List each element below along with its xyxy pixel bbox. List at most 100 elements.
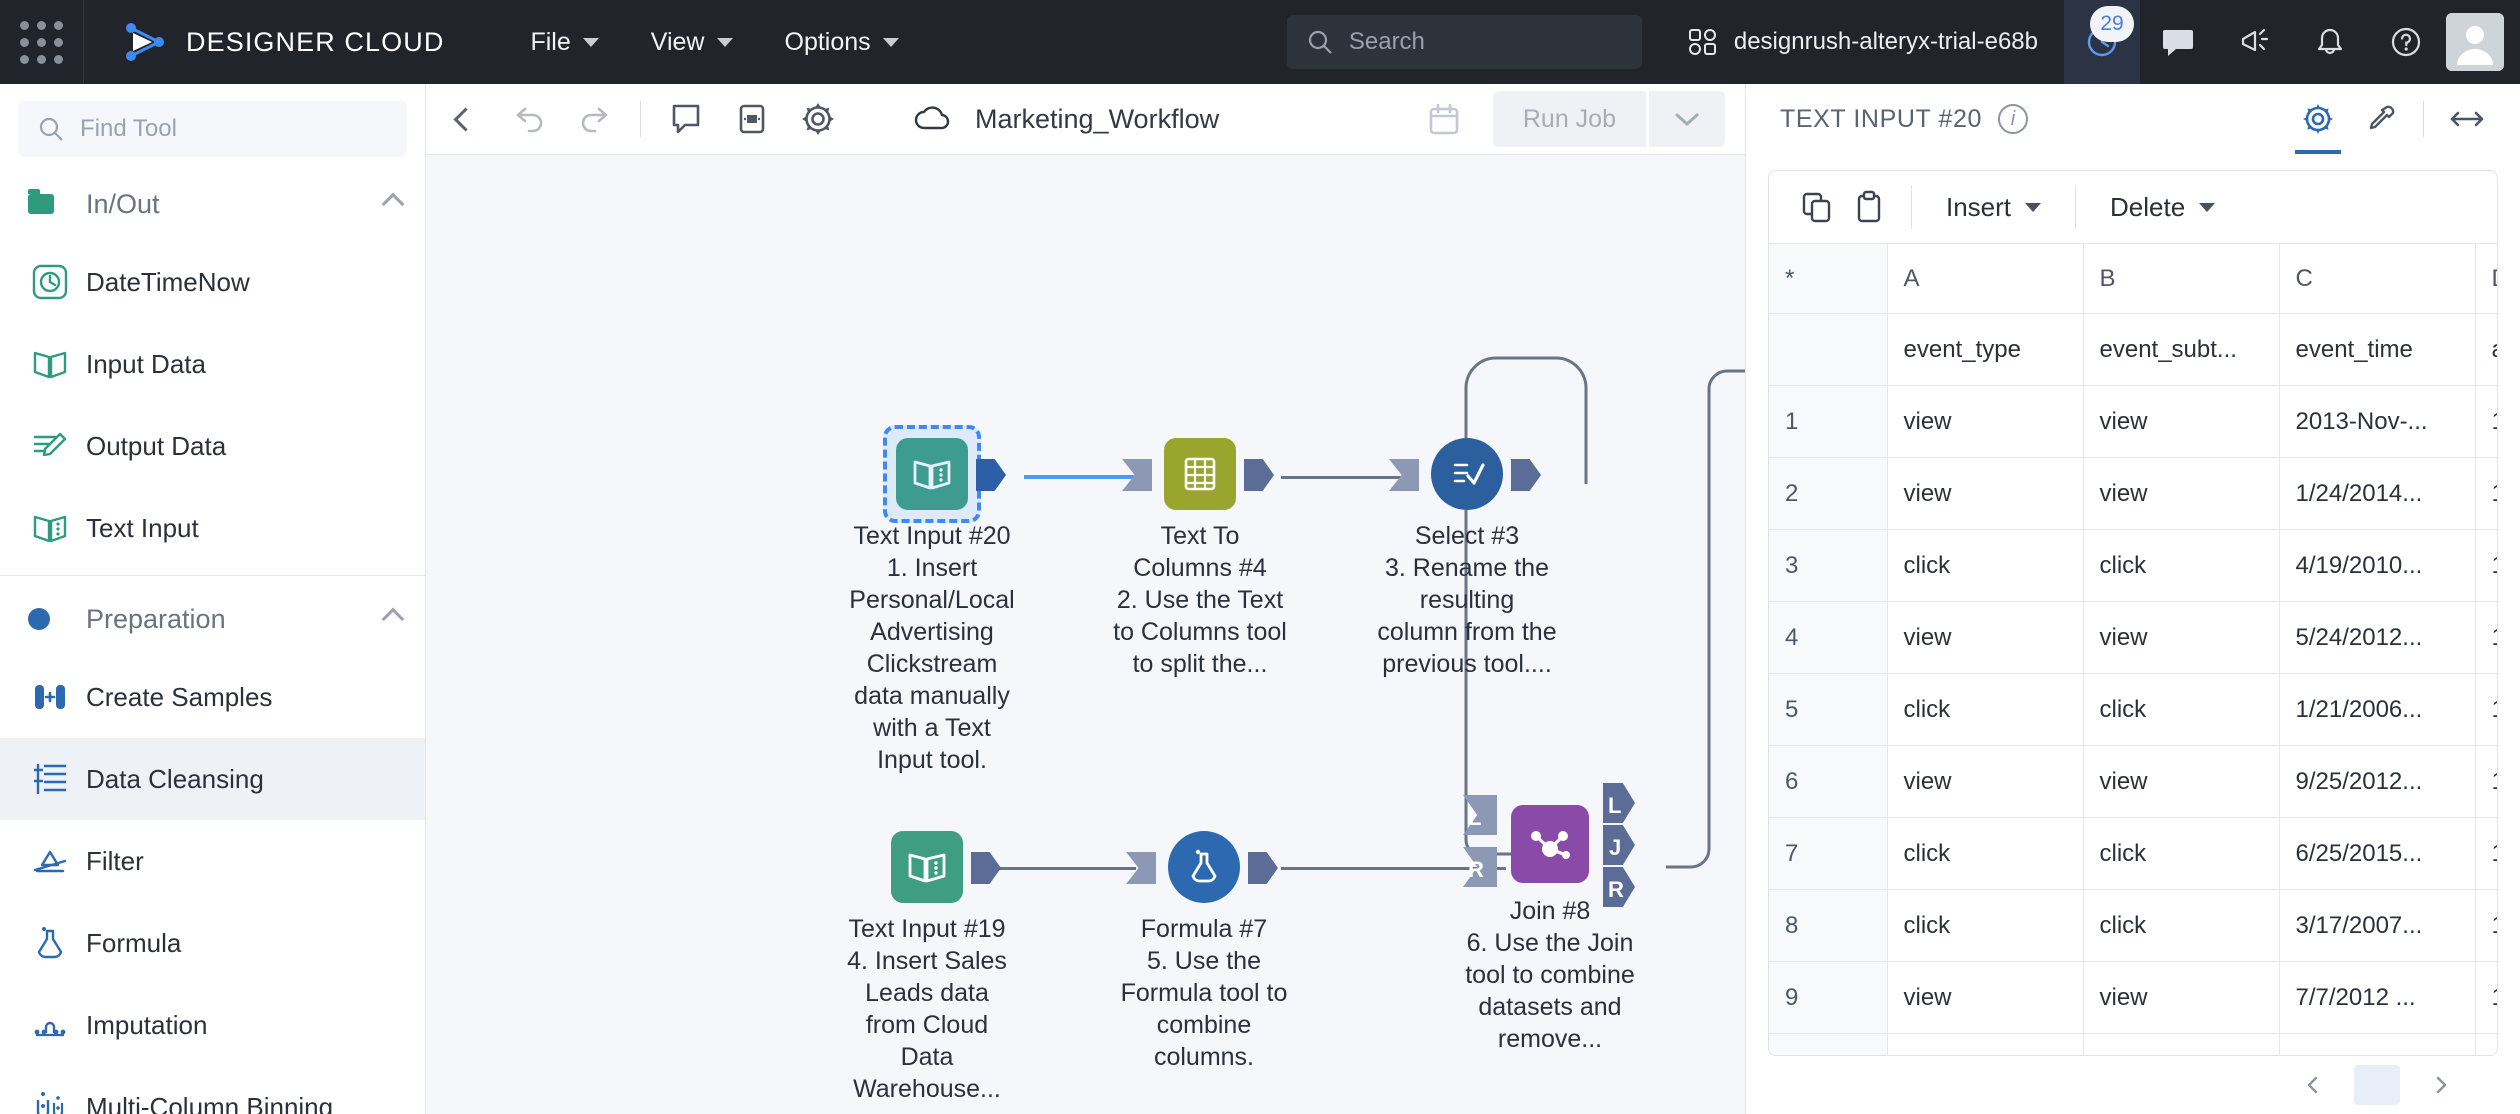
menu-view[interactable]: View <box>625 0 759 84</box>
cell[interactable]: 164332 <box>2475 385 2497 458</box>
workflow-title-block[interactable]: Marketing_Workflow <box>913 104 1219 135</box>
node-join-8[interactable]: L R L J R Join #8 6. Use the Join tool t… <box>1463 783 1635 1053</box>
tool-item-create-samples[interactable]: Create Samples <box>0 656 425 738</box>
cell[interactable]: view <box>1887 457 2084 530</box>
column-header-A[interactable]: A <box>1887 243 2084 314</box>
column-header-D[interactable]: D <box>2475 243 2497 314</box>
cell[interactable]: 6/25/2015... <box>2279 817 2476 890</box>
insert-menu-button[interactable]: Insert <box>1928 192 2059 223</box>
node-text-input-20[interactable]: Text Input #20 1. Insert Personal/Local … <box>849 425 1015 774</box>
tool-item-formula[interactable]: Formula <box>0 902 425 984</box>
grid-scroll-region[interactable]: * A B C D event_type <box>1769 243 2497 1055</box>
cell[interactable]: 164332 <box>2475 673 2497 746</box>
cell[interactable]: view <box>2083 745 2280 818</box>
job-history-button[interactable]: 29 <box>2064 0 2140 84</box>
field-name-cell[interactable]: event_type <box>1887 313 2084 386</box>
add-comment-button[interactable] <box>653 84 719 154</box>
field-name-cell[interactable]: event_time <box>2279 313 2476 386</box>
node-select-3[interactable]: Select #3 3. Rename the resulting column… <box>1377 438 1557 678</box>
table-row[interactable]: 7 click click 6/25/2015... 164332 <box>1769 817 2497 890</box>
table-row[interactable]: 6 view view 9/25/2012... 164332 <box>1769 745 2497 818</box>
cell[interactable]: click <box>1887 529 2084 602</box>
help-button[interactable] <box>2368 0 2444 84</box>
input-port[interactable] <box>1389 459 1419 491</box>
collapse-sidebar-button[interactable] <box>434 84 496 154</box>
field-name-cell[interactable]: event_subt... <box>2083 313 2280 386</box>
node-formula-7[interactable]: Formula #7 5. Use the Formula tool to co… <box>1121 831 1287 1071</box>
column-header-C[interactable]: C <box>2279 243 2476 314</box>
cell[interactable]: 164332 <box>2475 817 2497 890</box>
chat-button[interactable] <box>2140 0 2216 84</box>
cell[interactable]: click <box>1887 673 2084 746</box>
cell[interactable]: view <box>1887 745 2084 818</box>
annotation-tab[interactable] <box>2349 84 2411 154</box>
cell[interactable]: 7/7/2012 ... <box>2279 961 2476 1034</box>
field-name-cell[interactable]: advertiser_... <box>2475 313 2497 386</box>
configuration-tab[interactable] <box>2287 84 2349 154</box>
cell[interactable]: click <box>2083 529 2280 602</box>
cell[interactable]: click <box>1887 817 2084 890</box>
cell[interactable]: view <box>2083 1033 2280 1055</box>
redo-button[interactable] <box>562 84 628 154</box>
cell[interactable]: view <box>2083 457 2280 530</box>
cell[interactable]: 2013-Nov-... <box>2279 385 2476 458</box>
workflow-canvas[interactable]: Text Input #20 1. Insert Personal/Local … <box>426 154 1745 1114</box>
cell[interactable]: view <box>2083 601 2280 674</box>
node-text-to-columns-4[interactable]: Text To Columns #4 2. Use the Text to Co… <box>1113 438 1287 678</box>
table-row[interactable]: 10 view view 2006-Nov-... 164332 <box>1769 1033 2497 1055</box>
cell[interactable]: 164332 <box>2475 745 2497 818</box>
cell[interactable]: 164332 <box>2475 1033 2497 1055</box>
delete-menu-button[interactable]: Delete <box>2092 192 2233 223</box>
cell[interactable]: view <box>1887 601 2084 674</box>
cell[interactable]: view <box>1887 385 2084 458</box>
table-row[interactable]: 9 view view 7/7/2012 ... 164332 <box>1769 961 2497 1034</box>
global-search[interactable]: Search <box>1286 15 1642 69</box>
table-row[interactable]: 4 view view 5/24/2012... 164332 <box>1769 601 2497 674</box>
cell[interactable]: 5/24/2012... <box>2279 601 2476 674</box>
table-row[interactable]: 8 click click 3/17/2007... 164332 <box>1769 889 2497 962</box>
copy-button[interactable] <box>1791 181 1843 233</box>
table-row[interactable]: 3 click click 4/19/2010... 164332 <box>1769 529 2497 602</box>
cell[interactable]: 164332 <box>2475 529 2497 602</box>
output-port[interactable] <box>976 459 1006 491</box>
cell[interactable]: 2006-Nov-... <box>2279 1033 2476 1055</box>
notifications-button[interactable] <box>2292 0 2368 84</box>
cell[interactable]: 164332 <box>2475 889 2497 962</box>
tool-item-output-data[interactable]: Output Data <box>0 405 425 487</box>
output-port[interactable] <box>1248 852 1278 884</box>
cell[interactable]: 3/17/2007... <box>2279 889 2476 962</box>
tool-group-in-out[interactable]: In/Out <box>0 167 425 241</box>
table-row[interactable]: 2 view view 1/24/2014... 164332 <box>1769 457 2497 530</box>
tool-container-button[interactable] <box>719 84 785 154</box>
tenant-selector[interactable]: designrush-alteryx-trial-e68b <box>1662 28 2064 56</box>
output-port[interactable] <box>1244 459 1274 491</box>
brand[interactable]: DESIGNER CLOUD <box>84 22 478 62</box>
page-indicator[interactable] <box>2354 1065 2400 1105</box>
table-row[interactable]: 1 view view 2013-Nov-... 164332 <box>1769 385 2497 458</box>
schedule-button[interactable] <box>1411 84 1477 154</box>
tool-item-input-data[interactable]: Input Data <box>0 323 425 405</box>
tool-item-filter[interactable]: Filter <box>0 820 425 902</box>
cell[interactable]: 164332 <box>2475 961 2497 1034</box>
undo-button[interactable] <box>496 84 562 154</box>
grid-corner-cell[interactable]: * <box>1769 243 1888 314</box>
cell[interactable]: 1/24/2014... <box>2279 457 2476 530</box>
cell[interactable]: 164332 <box>2475 601 2497 674</box>
cell[interactable]: 1/21/2006... <box>2279 673 2476 746</box>
column-header-B[interactable]: B <box>2083 243 2280 314</box>
next-page-button[interactable] <box>2418 1065 2464 1105</box>
tool-item-datetimenow[interactable]: DateTimeNow <box>0 241 425 323</box>
cell[interactable]: view <box>2083 385 2280 458</box>
menu-options[interactable]: Options <box>759 0 925 84</box>
announcements-button[interactable] <box>2216 0 2292 84</box>
find-tool-input[interactable]: Find Tool <box>18 101 407 157</box>
user-menu-button[interactable] <box>2444 0 2520 84</box>
field-name-row[interactable]: event_type event_subt... event_time adve… <box>1769 313 2497 386</box>
expand-panel-button[interactable] <box>2436 84 2498 154</box>
cell[interactable]: view <box>1887 1033 2084 1055</box>
menu-file[interactable]: File <box>504 0 624 84</box>
output-port[interactable] <box>971 852 1001 884</box>
tool-item-imputation[interactable]: Imputation <box>0 984 425 1066</box>
cell[interactable]: click <box>2083 673 2280 746</box>
cell[interactable]: click <box>2083 817 2280 890</box>
